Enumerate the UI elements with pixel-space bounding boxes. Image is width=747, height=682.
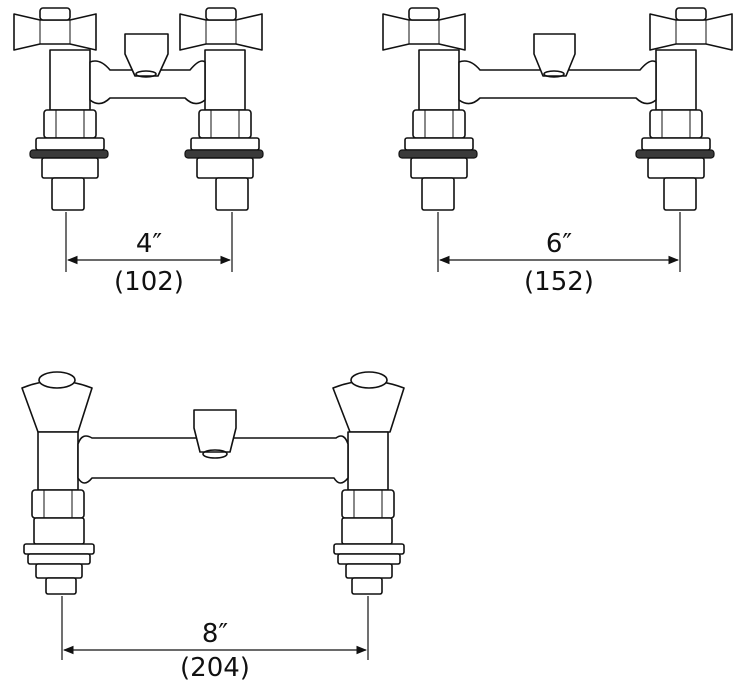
left-lever-handle [13, 7, 97, 51]
dimension-mm-8in: (204) [180, 653, 250, 682]
faucet-4in-drawing: 4″ (102) [13, 7, 264, 297]
right-tailpiece-8in [333, 489, 405, 595]
right-tailpiece-6in [635, 109, 715, 211]
faucet-8in-drawing: 8″ (204) [21, 371, 405, 682]
left-tailpiece-8in [23, 489, 95, 595]
right-lever-handle [649, 7, 733, 51]
dimension-mm-6in: (152) [524, 267, 594, 297]
dimension-inches-8in: 8″ [202, 619, 229, 649]
left-lever-handle [382, 7, 466, 51]
left-dome-handle [21, 371, 93, 442]
left-tailpiece-6in [398, 109, 478, 211]
dimension-inches-6in: 6″ [546, 229, 573, 259]
dimension-inches-4in: 4″ [136, 229, 163, 259]
right-tailpiece-4in [184, 109, 264, 211]
left-tailpiece-4in [29, 109, 109, 211]
right-lever-handle [179, 7, 263, 51]
faucet-6in-drawing: 6″ (152) [382, 7, 733, 297]
dimension-mm-4in: (102) [114, 267, 184, 297]
